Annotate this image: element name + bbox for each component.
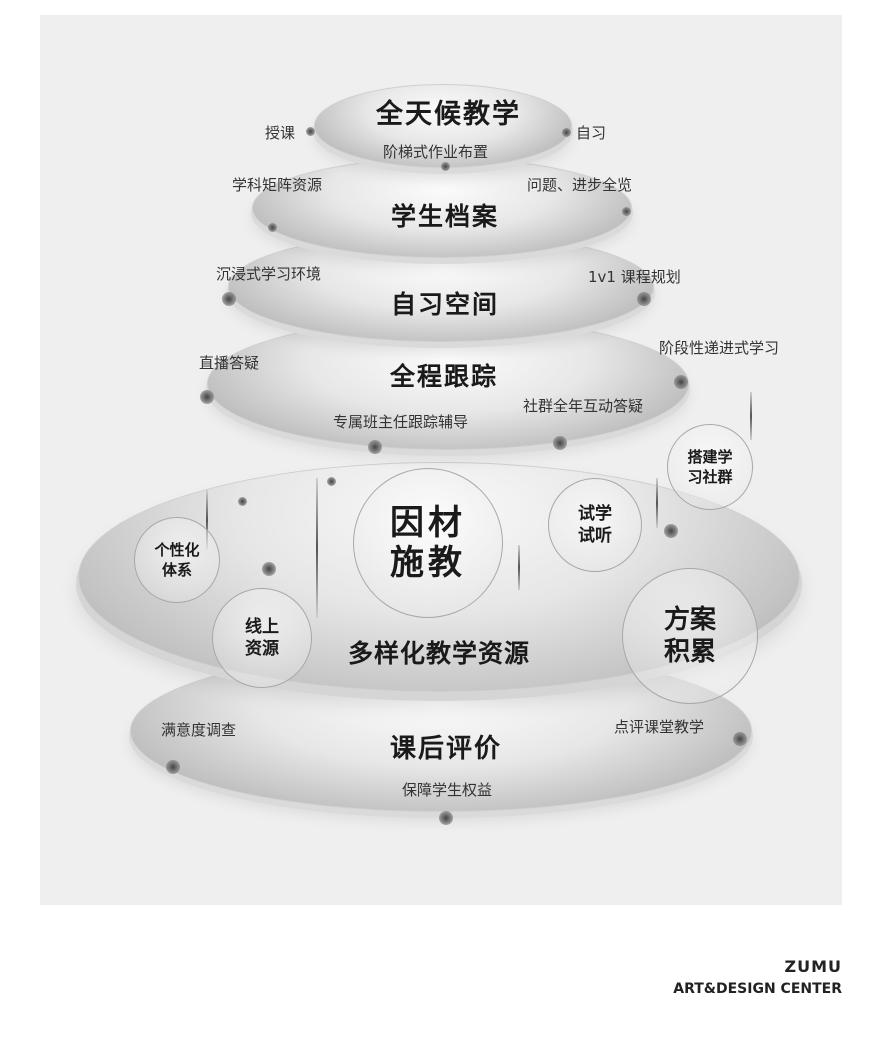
layer-evaluation-title: 课后评价 [390, 734, 503, 764]
layer-all-day-title: 全天候教学 [376, 99, 521, 130]
node-dot [439, 811, 453, 825]
layer-resources-title: 多样化教学资源 [348, 639, 531, 668]
node-dot [441, 162, 450, 171]
lecture-label: 授课 [265, 124, 296, 142]
progressive-learning-label: 阶段性递进式学习 [659, 339, 780, 357]
node-dot [200, 390, 214, 404]
brand-name: ZUMU [784, 957, 842, 976]
node-dot [553, 436, 567, 450]
progress-overview-label: 问题、进步全览 [527, 176, 633, 194]
vertical-line [518, 545, 520, 590]
vertical-line [656, 478, 658, 528]
community-qa-label: 社群全年互动答疑 [523, 397, 644, 415]
community-circle: 搭建学习社群 [667, 424, 753, 510]
vertical-line [206, 490, 208, 550]
node-dot [306, 127, 315, 136]
node-dot [622, 207, 631, 216]
node-dot [562, 128, 571, 137]
node-dot [166, 760, 180, 774]
node-dot [664, 524, 678, 538]
community-label: 搭建学习社群 [687, 448, 733, 486]
layer-archive-disc [252, 158, 632, 258]
node-dot [262, 562, 276, 576]
layer-archive-title: 学生档案 [391, 202, 500, 231]
subject-matrix-label: 学科矩阵资源 [232, 176, 323, 194]
brand-subtitle: ART&DESIGN CENTER [673, 981, 842, 997]
live-qa-label: 直播答疑 [199, 354, 260, 372]
trial-label: 试学试听 [578, 504, 612, 546]
trial-circle: 试学试听 [548, 478, 642, 572]
teach-by-aptitude-circle: 因材施教 [353, 468, 503, 618]
node-dot [637, 292, 651, 306]
node-dot [368, 440, 382, 454]
plan-accumulation-label: 方案积累 [663, 605, 716, 667]
tutor-tracking-label: 专属班主任跟踪辅导 [333, 413, 469, 431]
layer-tracking-title: 全程跟踪 [390, 362, 499, 391]
node-dot [222, 292, 236, 306]
satisfaction-survey-label: 满意度调查 [161, 721, 237, 739]
node-dot [733, 732, 747, 746]
tiered-homework-label: 阶梯式作业布置 [383, 143, 489, 161]
personal-system-circle: 个性化体系 [134, 517, 220, 603]
self-study-label: 自习 [576, 124, 607, 142]
layer-study-space-title: 自习空间 [391, 290, 500, 319]
immersive-environment-label: 沉浸式学习环境 [216, 265, 322, 283]
node-dot [327, 477, 336, 486]
plan-accumulation-circle: 方案积累 [622, 568, 758, 704]
node-dot [268, 223, 277, 232]
node-dot [674, 375, 688, 389]
student-rights-label: 保障学生权益 [402, 781, 493, 799]
node-dot [238, 497, 247, 506]
vertical-line [750, 392, 752, 440]
teach-by-aptitude-label: 因材施教 [390, 503, 466, 583]
course-planning-label: 1v1 课程规划 [588, 268, 681, 286]
personal-system-label: 个性化体系 [154, 541, 200, 579]
online-resources-circle: 线上资源 [212, 588, 312, 688]
online-resources-label: 线上资源 [245, 617, 279, 659]
class-review-label: 点评课堂教学 [614, 718, 705, 736]
vertical-line [316, 478, 318, 618]
